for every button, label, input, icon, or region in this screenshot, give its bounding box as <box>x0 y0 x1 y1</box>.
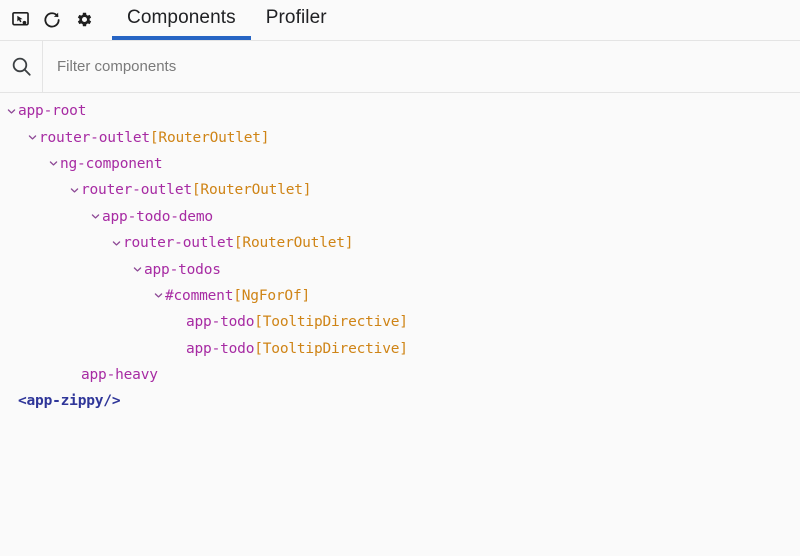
tree-node-name: app-root <box>18 103 87 120</box>
tree-node-name: router-outlet <box>123 235 234 252</box>
refresh-button[interactable] <box>36 4 68 36</box>
tree-node-app-zippy-11[interactable]: <app-zippy/> <box>0 388 800 414</box>
inspect-element-button[interactable] <box>4 4 36 36</box>
tree-node-comment-7[interactable]: #comment[NgForOf] <box>0 283 800 309</box>
chevron-down-icon[interactable] <box>109 239 123 248</box>
refresh-icon <box>42 10 62 30</box>
tree-node-name: router-outlet <box>39 129 150 146</box>
tree-node-name: app-todo <box>186 340 255 357</box>
chevron-down-icon[interactable] <box>130 265 144 274</box>
inspect-element-icon <box>11 10 30 29</box>
tree-node-name: <app-zippy/> <box>18 393 121 410</box>
tree-node-directive: [RouterOutlet] <box>233 235 354 252</box>
tree-node-name: router-outlet <box>81 182 192 199</box>
tree-node-directive: [RouterOutlet] <box>191 182 312 199</box>
tree-node-directive: [RouterOutlet] <box>149 129 270 146</box>
tree-node-directive: [TooltipDirective] <box>254 314 408 331</box>
tree-node-name: ng-component <box>60 155 163 172</box>
tree-node-directive: [NgForOf] <box>233 287 311 304</box>
tab-profiler[interactable]: Profiler <box>251 0 342 40</box>
chevron-down-icon[interactable] <box>25 133 39 142</box>
tree-node-app-todos-6[interactable]: app-todos <box>0 256 800 282</box>
tree-node-name: app-heavy <box>81 367 158 384</box>
gear-icon <box>75 10 94 29</box>
tree-node-name: app-todo <box>186 314 255 331</box>
filter-components-input[interactable] <box>43 41 800 92</box>
toolbar-icon-group <box>0 0 100 40</box>
tab-profiler-label: Profiler <box>265 6 327 28</box>
tree-node-directive: [TooltipDirective] <box>254 340 408 357</box>
filter-bar <box>0 40 800 93</box>
search-icon[interactable] <box>0 41 42 93</box>
devtools-toolbar: Components Profiler <box>0 0 800 41</box>
tree-node-router-outlet-5[interactable]: router-outlet[RouterOutlet] <box>0 230 800 256</box>
chevron-down-icon[interactable] <box>67 186 81 195</box>
tree-node-app-root-0[interactable]: app-root <box>0 98 800 124</box>
tree-node-ng-component-2[interactable]: ng-component <box>0 151 800 177</box>
tree-node-app-todo-demo-4[interactable]: app-todo-demo <box>0 204 800 230</box>
chevron-down-icon[interactable] <box>88 212 102 221</box>
tree-node-name: app-todos <box>144 261 221 278</box>
tab-components-label: Components <box>127 6 236 28</box>
tree-node-app-heavy-10[interactable]: app-heavy <box>0 362 800 388</box>
search-divider <box>42 40 43 93</box>
tree-node-router-outlet-3[interactable]: router-outlet[RouterOutlet] <box>0 177 800 203</box>
tree-node-name: #comment <box>165 287 234 304</box>
devtools-tabs: Components Profiler <box>112 0 342 40</box>
settings-button[interactable] <box>68 4 100 36</box>
tree-node-app-todo-8[interactable]: app-todo[TooltipDirective] <box>0 309 800 335</box>
tab-components[interactable]: Components <box>112 0 251 40</box>
tree-node-app-todo-9[interactable]: app-todo[TooltipDirective] <box>0 336 800 362</box>
chevron-down-icon[interactable] <box>4 107 18 116</box>
tree-node-name: app-todo-demo <box>102 208 213 225</box>
chevron-down-icon[interactable] <box>46 159 60 168</box>
chevron-down-icon[interactable] <box>151 291 165 300</box>
tree-node-router-outlet-1[interactable]: router-outlet[RouterOutlet] <box>0 124 800 150</box>
